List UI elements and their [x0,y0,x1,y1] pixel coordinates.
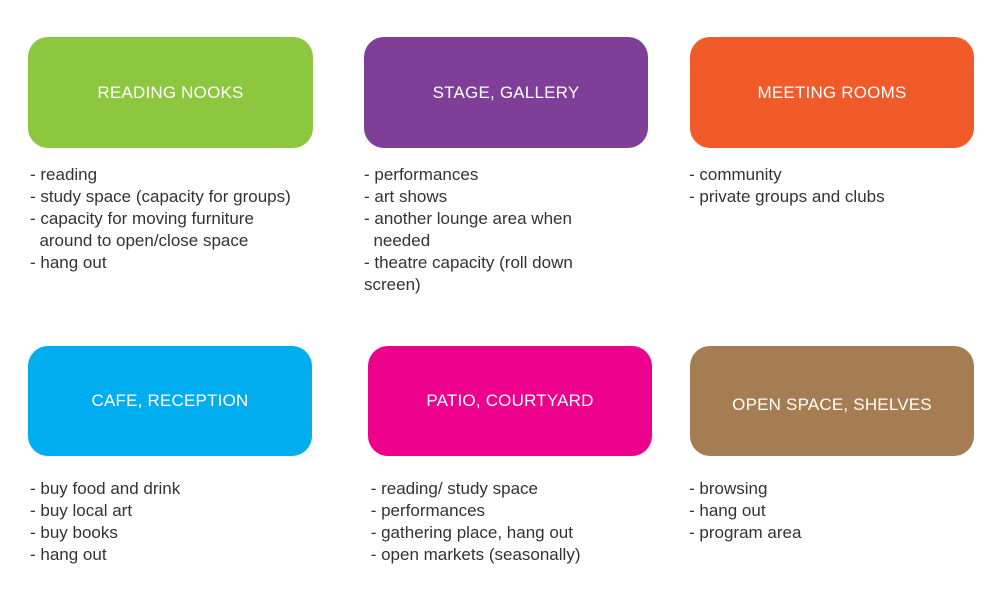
card-title: READING NOOKS [97,82,244,102]
card-title: PATIO, COURTYARD [426,391,594,410]
list-item: - private groups and clubs [689,187,885,206]
list-item: - community [689,165,782,184]
list-item: - art shows [364,187,448,206]
card-stage-gallery: STAGE, GALLERY [364,37,648,148]
notes-meeting-rooms: - community - private groups and clubs [689,164,979,208]
list-item: - capacity for moving furniture [30,209,254,228]
card-title: MEETING ROOMS [757,82,907,102]
list-item: - hang out [689,501,766,520]
list-item: - performances [366,501,486,520]
list-item: - buy local art [30,501,133,520]
list-item: - open markets (seasonally) [366,545,581,564]
card-title: STAGE, GALLERY [432,82,580,102]
card-title: OPEN SPACE, SHELVES [732,395,932,414]
notes-cafe-reception: - buy food and drink - buy local art - b… [30,478,330,566]
card-reading-nooks: READING NOOKS [28,37,313,148]
list-item: - program area [689,523,802,542]
card-title: CAFE, RECEPTION [91,391,249,410]
list-item: - buy food and drink [30,479,181,498]
list-item: - hang out [30,545,107,564]
list-item: around to open/close space [30,231,249,250]
notes-stage-gallery: - performances - art shows - another lou… [364,164,664,296]
list-item: needed [364,231,431,250]
notes-reading-nooks: - reading - study space (capacity for gr… [30,164,340,274]
list-item: - reading [30,165,98,184]
card-cafe-reception: CAFE, RECEPTION [28,346,312,456]
list-item: - browsing [689,479,768,498]
notes-patio-courtyard: - reading/ study space - performances - … [366,478,666,566]
list-item: - theatre capacity (roll down [364,253,573,272]
list-item: screen) [364,275,421,294]
list-item: - study space (capacity for groups) [30,187,291,206]
card-open-space-shelves: OPEN SPACE, SHELVES [690,346,974,456]
list-item: - hang out [30,253,107,272]
list-item: - gathering place, hang out [366,523,573,542]
list-item: - another lounge area when [364,209,572,228]
card-patio-courtyard: PATIO, COURTYARD [368,346,652,456]
list-item: - performances [364,165,479,184]
card-meeting-rooms: MEETING ROOMS [690,37,974,148]
list-item: - buy books [30,523,118,542]
notes-open-space-shelves: - browsing - hang out - program area [689,478,979,544]
list-item: - reading/ study space [366,479,538,498]
